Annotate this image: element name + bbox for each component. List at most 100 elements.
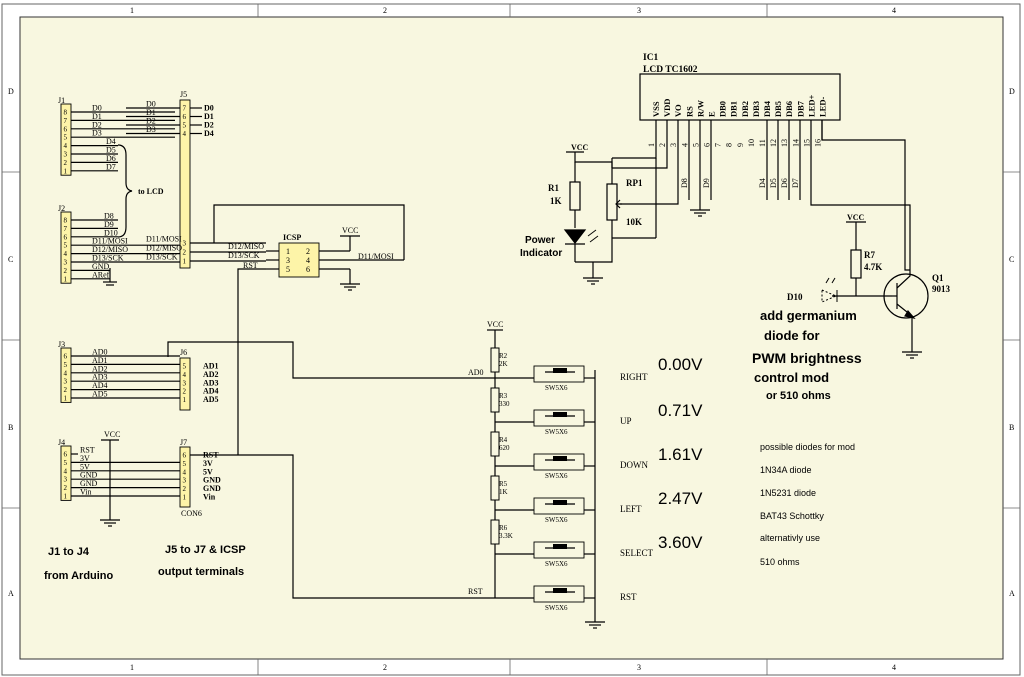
button-voltage-right: 0.00V <box>658 355 703 374</box>
j6-pin-2: 2 <box>183 388 187 396</box>
j5-bot-label: D12/MISO <box>146 244 182 253</box>
j5-pin-4: 4 <box>183 130 187 138</box>
diode-note-item-1: 1N34A diode <box>760 465 812 475</box>
j2-net-label: GND <box>92 262 110 271</box>
icsp-pin-2: 2 <box>306 247 310 256</box>
j3-pin-6: 6 <box>64 353 68 361</box>
j4-net-label: 5V <box>80 462 90 471</box>
j5-pin-3: 3 <box>183 240 187 248</box>
j7-pin-5: 5 <box>183 460 187 468</box>
j2-pin-3: 3 <box>64 259 68 267</box>
net-label-d8: D8 <box>680 178 689 188</box>
j1-net-label: D1 <box>92 112 102 121</box>
j5-in-label: D0 <box>146 100 156 109</box>
r7-value: 4.7K <box>864 262 882 272</box>
j2-net-label: D9 <box>104 220 114 229</box>
outer-frame <box>1 3 1021 676</box>
switch-label: SW5X6 <box>545 472 568 480</box>
lcd-pin-name: VDD <box>662 99 672 117</box>
j6-pin-4: 4 <box>183 371 187 379</box>
resistor-ref: R3 <box>499 392 508 400</box>
button-name-select: SELECT <box>620 548 654 558</box>
j5-in-label: D1 <box>146 108 156 117</box>
vcc-label-r7: VCC <box>847 213 865 222</box>
switch-knob <box>553 456 567 461</box>
switch-knob <box>553 412 567 417</box>
lcd-pin-number: 8 <box>725 143 734 147</box>
j2-pin-5: 5 <box>64 242 68 250</box>
icsp-pin-6: 6 <box>306 265 310 274</box>
bus-wiring <box>167 341 495 599</box>
lcd-pin-number: 9 <box>736 143 745 147</box>
resistor-value: 3.3K <box>499 532 513 540</box>
j7-out-label: Vin <box>203 493 216 502</box>
icsp-ref: ICSP <box>283 233 301 242</box>
lcd-pin-name: LED+ <box>806 95 816 117</box>
icsp-pin-3: 3 <box>286 256 290 265</box>
j7-footer: CON6 <box>181 509 202 518</box>
lcd-wiring <box>612 120 911 270</box>
net-label-d7: D7 <box>791 178 800 188</box>
j2-net-label: ARef <box>92 270 110 279</box>
backlight-transistor-circuit: VCC R7 4.7K Q1 9 <box>787 120 951 359</box>
switch-label: SW5X6 <box>545 384 568 392</box>
j5-ref: J5 <box>180 90 187 99</box>
mod-note-line-5: or 510 ohms <box>766 390 831 402</box>
row-label-a: A <box>8 589 14 598</box>
row-label-d: D <box>8 87 14 96</box>
j3-ref: J3 <box>58 340 65 349</box>
mod-note-line-3: PWM brightness <box>752 350 862 366</box>
j4-net-label: RST <box>80 446 95 455</box>
col-label-3-bottom: 3 <box>637 663 641 672</box>
diode-note-item-4: alternativly use <box>760 533 820 543</box>
diode-note-item-5: 510 ohms <box>760 557 800 567</box>
j2-ref: J2 <box>58 204 65 213</box>
j2-pin-2: 2 <box>64 267 68 275</box>
j5-in-label: D2 <box>146 117 156 126</box>
j4-net-label: Vin <box>80 488 92 497</box>
resistor-value: 2K <box>499 360 508 368</box>
button-voltage-select: 3.60V <box>658 533 703 552</box>
lcd-pin-name: R/W <box>695 100 705 118</box>
j7-pin-3: 3 <box>183 477 187 485</box>
j4-ground <box>100 439 120 527</box>
icsp-pin-5: 5 <box>286 265 290 274</box>
button-voltage-left: 2.47V <box>658 489 703 508</box>
lcd-ref: IC1 <box>643 53 659 63</box>
row-label-c: C <box>8 255 13 264</box>
diode-note-item-3: BAT43 Schottky <box>760 511 824 521</box>
j2-net-label: D11/MOSI <box>92 237 128 246</box>
row-label-d-right: D <box>1009 87 1015 96</box>
lcd-body <box>639 73 841 121</box>
j5-body <box>179 99 191 269</box>
resistor-ref: R6 <box>499 524 508 532</box>
switch-knob <box>553 368 567 373</box>
j4-vcc: VCC <box>104 430 120 439</box>
net-label-d9: D9 <box>702 178 711 188</box>
lcd-pin-number: 16 <box>814 139 823 147</box>
diode-options-note: possible diodes for mod 1N34A diode 1N52… <box>760 442 855 567</box>
resistor-ref: R4 <box>499 436 508 444</box>
diode-note-item-2: 1N5231 diode <box>760 488 816 498</box>
col-label-4: 4 <box>892 6 896 15</box>
j6-out-label: AD5 <box>203 395 219 404</box>
j7-out-label: GND <box>203 484 221 493</box>
j2-net-label: D13/SCK <box>92 254 124 263</box>
power-indicator-label-2: Indicator <box>520 248 562 259</box>
j3-net-label: AD1 <box>92 356 108 365</box>
switch-knob <box>553 588 567 593</box>
resistor-ref: R5 <box>499 480 508 488</box>
j1-net-label: D2 <box>92 120 102 129</box>
lcd-pin-number: 2 <box>658 143 667 147</box>
j6-out-label: AD2 <box>203 370 219 379</box>
j7-pin-2: 2 <box>183 485 187 493</box>
j3-body <box>60 347 72 403</box>
j6-out-label: AD3 <box>203 378 219 387</box>
icsp-pin-1: 1 <box>286 247 290 256</box>
icsp-header: ICSP 1 3 5 2 4 6 VCC D12/MISO D13/SCK RS… <box>213 204 405 455</box>
ladder-ad0: AD0 <box>468 368 484 377</box>
resistor-value: 620 <box>499 444 510 452</box>
